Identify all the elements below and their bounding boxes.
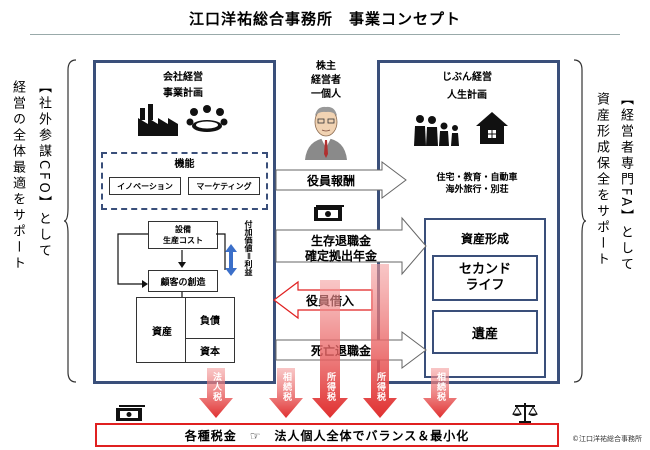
left-side-text-col2: 経営の全体最適をサポート	[10, 80, 25, 272]
right-brace	[573, 59, 586, 383]
flow-arrows	[273, 161, 427, 369]
income-tax-label-2: 所得税	[375, 372, 385, 402]
assets-box: 資産	[136, 297, 188, 363]
life-items-line-2: 海外旅行・別荘	[445, 185, 509, 195]
right-side-text-col2: 資産形成保全をサポート	[594, 92, 609, 268]
liabilities-box: 負債	[185, 297, 235, 341]
second-life-box: セカンド ライフ	[432, 255, 538, 301]
page-title: 江口洋祐総合事務所 事業コンセプト	[188, 10, 461, 28]
personal-subtitle: 人生計画	[447, 90, 487, 101]
life-items-line-1: 住宅・教育・自動車	[436, 173, 518, 183]
inheritance-tax-label-1: 相続税	[281, 372, 291, 402]
cost-box: 設備 生産コスト	[148, 221, 218, 249]
executive-pay-label: 役員報酬	[306, 173, 355, 188]
function-label: 機能	[174, 159, 195, 170]
businessman-icon	[305, 106, 347, 160]
title-divider	[30, 34, 620, 35]
added-value-label: 付加価値＝利益	[244, 220, 253, 276]
inheritance-tax-label-2: 相続税	[435, 372, 445, 402]
factory-icon	[138, 104, 178, 136]
retirement-label-1: 生存退職金	[310, 233, 371, 248]
copyright: ©江口洋祐総合事務所	[572, 435, 642, 443]
company-title: 会社経営	[163, 72, 203, 83]
value-up-down-arrow	[225, 244, 237, 276]
money-icon	[314, 205, 344, 221]
corporate-tax-label: 法人税	[211, 372, 221, 402]
left-brace-spacer	[52, 62, 54, 382]
family-icon	[414, 115, 459, 146]
cost-label-2: 生産コスト	[163, 236, 203, 245]
house-icon	[476, 112, 508, 144]
asset-formation-label: 資産形成	[460, 232, 509, 246]
meeting-icon	[186, 105, 228, 132]
second-life-label-1: セカンド	[458, 262, 511, 277]
personal-title: じぶん経営	[442, 72, 492, 83]
company-subtitle: 事業計画	[163, 88, 203, 99]
function-box	[101, 152, 268, 210]
marketing-box: マーケティング	[188, 177, 260, 195]
inheritance-box: 遺産	[432, 310, 538, 354]
capital-box: 資本	[185, 338, 235, 363]
income-tax-label-1: 所得税	[325, 372, 335, 402]
owner-line-3: 一個人	[311, 89, 341, 100]
owner-line-1: 株主	[316, 61, 336, 72]
money-stack-icon	[116, 405, 145, 421]
right-side-text-col1: 【経営者専門FA】として	[618, 92, 633, 274]
second-life-label-2: ライフ	[465, 278, 505, 293]
left-side-text-col1: 【社外参謀CFO】として	[36, 80, 51, 260]
retirement-label-2: 確定拠出年金	[304, 248, 377, 263]
cost-label-1: 設備	[175, 225, 191, 234]
owner-line-2: 経営者	[311, 75, 341, 86]
tax-summary-bar: 各種税金 ☞ 法人個人全体でバランス＆最小化	[95, 423, 559, 447]
customer-creation-box: 顧客の創造	[148, 270, 218, 292]
innovation-box: イノベーション	[109, 177, 181, 195]
scale-icon	[512, 403, 538, 424]
tax-arrows	[199, 264, 457, 418]
left-brace	[64, 59, 77, 383]
